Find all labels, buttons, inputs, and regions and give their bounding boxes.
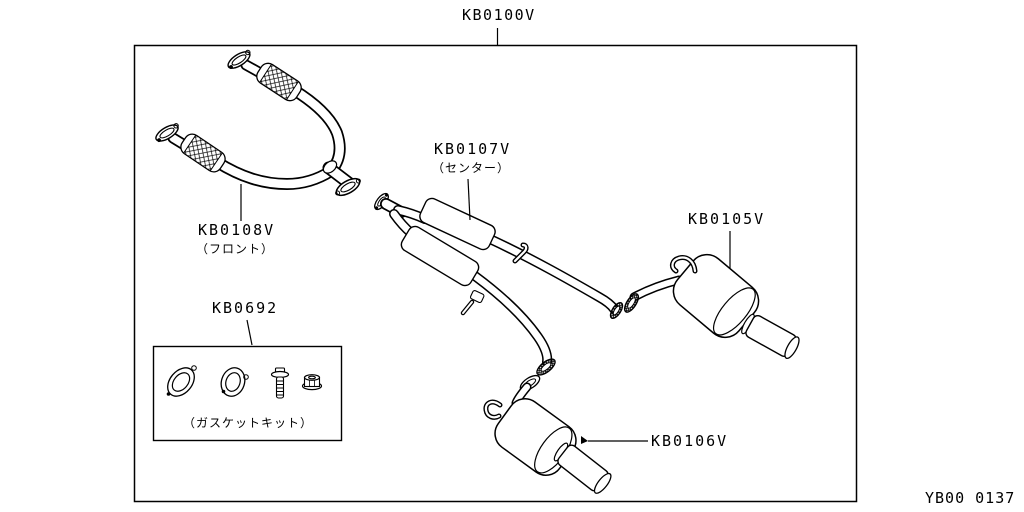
flange-icon [335,177,361,197]
flex-coupling-icon [256,62,302,102]
center-exhaust-tube-drawing [374,192,624,376]
bolt-icon [270,367,290,399]
leader-lines [240,28,731,442]
diagram-frame [133,44,858,503]
gasket-flange-icon [623,293,640,313]
gasket-kit-caption: （ガスケットキット） [182,416,313,430]
gasket-flange-icon [609,301,624,320]
gasket-kit-code-label: KB0692 [212,299,279,317]
flange-icon [155,123,179,143]
front-tube-caption: （フロント） [196,242,275,256]
flex-coupling-icon [180,133,226,173]
resonator-icon [400,225,480,287]
sheet-code-label: YB00 0137 [925,489,1016,507]
main-muffler-drawing [623,253,800,360]
resonator-icon [419,197,496,251]
center-tube-code-label: KB0107V [434,140,512,158]
gasket-flange-icon [536,358,556,376]
front-exhaust-tube-drawing [155,49,361,197]
muffler-body [672,253,760,339]
front-tube-code-label: KB0108V [198,221,276,239]
sub-muffler-code-label: KB0106V [651,432,729,450]
sub-muffler-drawing [483,374,612,494]
gasket-icon [220,367,246,397]
center-tube-caption: （センター） [432,161,511,175]
nut-icon [301,374,323,391]
exhaust-tip-icon [557,444,612,494]
gasket-icon [167,367,195,397]
flange-icon [227,49,251,69]
main-muffler-code-label: KB0105V [688,210,766,228]
gasket-kit-box-drawing [152,345,343,442]
exhaust-tip-icon [745,314,800,360]
assembly-code-label: KB0100V [462,6,536,24]
